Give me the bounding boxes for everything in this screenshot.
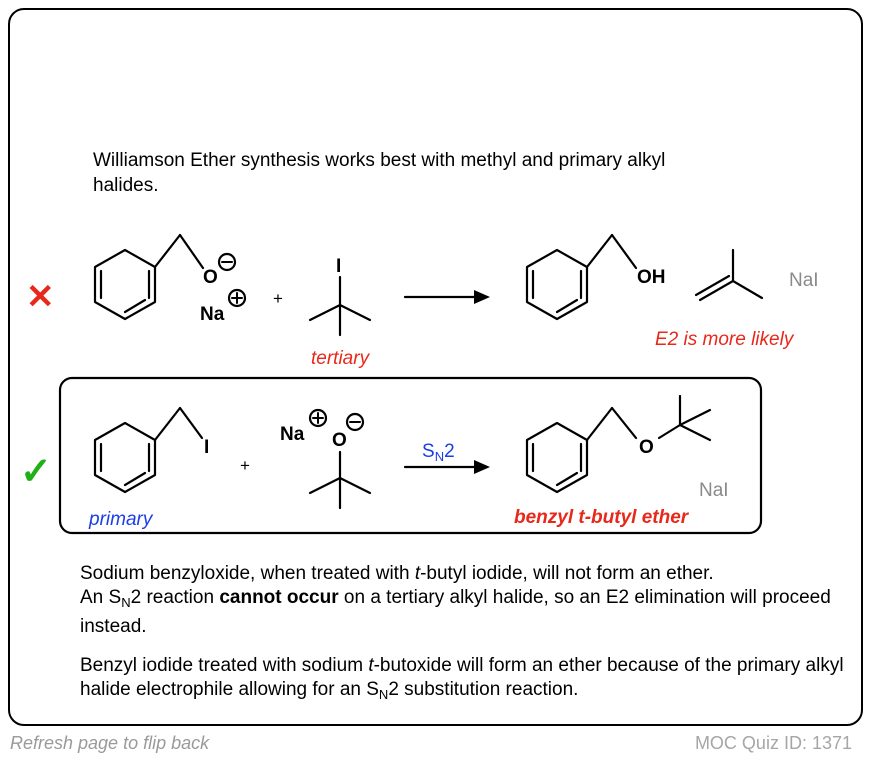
reaction2-arrowhead xyxy=(474,460,490,474)
negative-charge-icon xyxy=(217,252,237,272)
positive-charge-icon xyxy=(227,288,247,308)
butoxide-oxygen-label: O xyxy=(332,430,347,451)
correct-reaction-box xyxy=(58,376,763,535)
sodium-label: Na xyxy=(200,304,225,325)
byproduct-label: NaI xyxy=(789,270,819,291)
isobutylene-structure xyxy=(694,248,764,302)
plus-sign: + xyxy=(273,289,283,308)
quiz-id-label: MOC Quiz ID: 1371 xyxy=(694,733,852,753)
benzyloxide-structure xyxy=(93,233,205,321)
e2-note: E2 is more likely xyxy=(655,329,795,350)
oxide-oxygen-label: O xyxy=(203,267,218,288)
byproduct-label-2: NaI xyxy=(699,480,729,501)
benzyl-iodide-structure xyxy=(93,406,204,494)
check-mark-icon: ✓ xyxy=(20,451,52,493)
explanation-paragraph-2: Benzyl iodide treated with sodium t-buto… xyxy=(80,655,844,702)
benzyl-t-butyl-ether-structure xyxy=(525,394,712,494)
reaction1-arrowhead xyxy=(474,290,490,304)
plus-sign-2: + xyxy=(240,456,250,475)
negative-charge-icon-2 xyxy=(345,412,365,432)
explanation-paragraph-1: Sodium benzyloxide, when treated with t-… xyxy=(80,563,831,637)
benzyl-iodine-label: I xyxy=(204,437,209,458)
quiz-card[interactable] xyxy=(8,8,863,726)
hydroxyl-label: OH xyxy=(637,267,666,288)
benzyl-alcohol-structure xyxy=(525,233,638,321)
tert-butyl-iodide-structure xyxy=(308,275,372,337)
primary-label: primary xyxy=(88,509,154,530)
product-name-label: benzyl t-butyl ether xyxy=(514,507,690,528)
flip-back-hint[interactable]: Refresh page to flip back xyxy=(10,733,210,753)
sodium-tert-butoxide-structure xyxy=(308,450,372,510)
iodine-label: I xyxy=(336,256,341,277)
cross-mark-icon: ✕ xyxy=(26,278,55,316)
intro-text: Williamson Ether synthesis works best wi… xyxy=(93,150,666,196)
butoxide-sodium-label: Na xyxy=(280,424,305,445)
ether-oxygen-label: O xyxy=(639,437,654,458)
positive-charge-icon-2 xyxy=(308,408,328,428)
sn2-arrow-label: SN2 xyxy=(422,441,455,464)
tertiary-label: tertiary xyxy=(311,348,371,369)
